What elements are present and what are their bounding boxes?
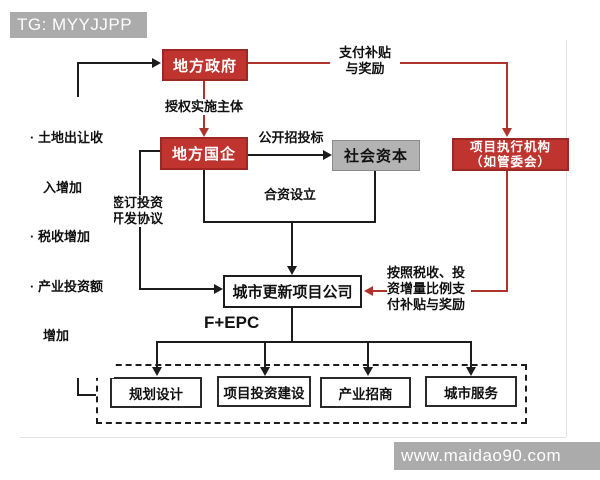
node-social-capital: 社会资本 bbox=[332, 140, 420, 171]
node-industry-recruitment: 产业招商 bbox=[320, 377, 411, 408]
node-planning-design-label: 规划设计 bbox=[129, 386, 183, 402]
benefits-list-line: · 土地出让收 bbox=[30, 130, 103, 145]
arrowhead-into-services bbox=[466, 367, 476, 376]
connector-jv-down bbox=[291, 221, 293, 268]
label-sign-agreement: 签订投资 开发协议 bbox=[111, 195, 169, 227]
connector-subsidy-vertical bbox=[506, 62, 508, 130]
connector-bidding bbox=[248, 154, 324, 156]
arrowhead-into-company-right bbox=[364, 286, 373, 296]
label-pay-subsidy: 支付补贴 与奖励 bbox=[330, 45, 400, 77]
label-subsidy-ratio: 按照税收、投 资增量比例支 付补贴与奖励 bbox=[387, 265, 471, 313]
node-investment-construction-label: 项目投资建设 bbox=[223, 385, 305, 401]
node-executing-agency: 项目执行机构 （如管委会） bbox=[452, 138, 569, 171]
label-joint-venture-text: 合资设立 bbox=[263, 187, 316, 202]
arrowhead-into-agency bbox=[502, 128, 512, 137]
node-city-services-label: 城市服务 bbox=[444, 385, 498, 401]
label-authorize: 授权实施主体 bbox=[155, 99, 253, 115]
node-planning-design: 规划设计 bbox=[110, 377, 202, 408]
benefits-list-line: 入增加 bbox=[30, 179, 83, 195]
connector-sign-top bbox=[139, 150, 161, 152]
label-sign-agreement-line1: 签订投资 bbox=[111, 195, 164, 210]
node-local-government-label: 地方政府 bbox=[172, 57, 237, 75]
connector-stub-4 bbox=[470, 341, 472, 369]
connector-feedback-bottom bbox=[77, 394, 96, 396]
label-authorize-text: 授权实施主体 bbox=[164, 99, 243, 114]
label-joint-venture: 合资设立 bbox=[261, 187, 319, 203]
benefits-list-line: · 产业投资额 bbox=[30, 278, 103, 294]
arrowhead-into-company-top bbox=[287, 266, 297, 275]
arrowhead-into-recruitment bbox=[363, 367, 373, 376]
label-f-epc-text: F+EPC bbox=[204, 313, 260, 332]
label-pay-subsidy-line1: 支付补贴 bbox=[338, 45, 391, 60]
arrowhead-into-government bbox=[152, 58, 161, 68]
node-project-company-label: 城市更新项目公司 bbox=[232, 284, 353, 301]
site-watermark-text: www.maidao90.com bbox=[401, 446, 562, 465]
connector-stub-1 bbox=[156, 341, 158, 369]
frame-right-line bbox=[566, 40, 567, 437]
connector-jv-right bbox=[374, 171, 376, 223]
benefits-list-line: · 税收增加 bbox=[30, 229, 90, 244]
node-industry-recruitment-label: 产业招商 bbox=[338, 386, 393, 402]
node-local-soe: 地方国企 bbox=[160, 137, 248, 170]
site-watermark-bar: www.maidao90.com bbox=[394, 442, 600, 470]
sub-functions-container bbox=[96, 364, 527, 424]
tg-watermark-text: TG: MYYJJPP bbox=[17, 15, 133, 34]
tg-watermark-bar: TG: MYYJJPP bbox=[10, 12, 147, 38]
node-project-company: 城市更新项目公司 bbox=[223, 275, 362, 308]
node-executing-agency-line1: 项目执行机构 bbox=[469, 139, 551, 154]
node-city-services: 城市服务 bbox=[425, 376, 517, 407]
arrowhead-into-soe bbox=[199, 128, 209, 137]
connector-stub-3 bbox=[367, 341, 369, 369]
connector-jv-horizontal bbox=[203, 221, 376, 223]
label-f-epc: F+EPC bbox=[204, 313, 260, 333]
label-subsidy-ratio-line1: 按照税收、投 bbox=[387, 265, 466, 280]
node-social-capital-label: 社会资本 bbox=[343, 148, 408, 165]
benefits-list-line: 增加 bbox=[30, 328, 70, 343]
connector-ratio-vertical bbox=[506, 171, 508, 292]
node-local-soe-label: 地方国企 bbox=[171, 146, 236, 163]
connector-distribution bbox=[156, 341, 472, 343]
label-public-bidding-text: 公开招投标 bbox=[258, 130, 324, 145]
arrowhead-into-company-left bbox=[214, 284, 223, 294]
connector-jv-left bbox=[203, 170, 205, 223]
connector-feedback-top bbox=[77, 62, 153, 64]
label-subsidy-ratio-line2: 资增量比例支 bbox=[387, 281, 466, 296]
connector-stub-2 bbox=[264, 341, 266, 369]
label-public-bidding: 公开招投标 bbox=[256, 130, 326, 146]
node-local-government: 地方政府 bbox=[162, 49, 248, 81]
arrowhead-into-planning bbox=[152, 367, 162, 376]
connector-sign-bottom bbox=[139, 288, 215, 290]
benefits-list: · 土地出让收 入增加 · 税收增加 · 产业投资额 增加 bbox=[30, 97, 114, 378]
frame-bottom-line bbox=[20, 437, 566, 438]
arrowhead-into-construction bbox=[260, 367, 270, 376]
arrowhead-into-social-capital bbox=[323, 150, 332, 160]
node-executing-agency-line2: （如管委会） bbox=[469, 154, 551, 169]
label-sign-agreement-line2: 开发协议 bbox=[111, 211, 164, 226]
label-subsidy-ratio-line3: 付补贴与奖励 bbox=[387, 297, 466, 312]
node-investment-construction: 项目投资建设 bbox=[217, 376, 311, 407]
connector-company-down bbox=[291, 308, 293, 343]
label-pay-subsidy-line2: 与奖励 bbox=[345, 61, 385, 76]
